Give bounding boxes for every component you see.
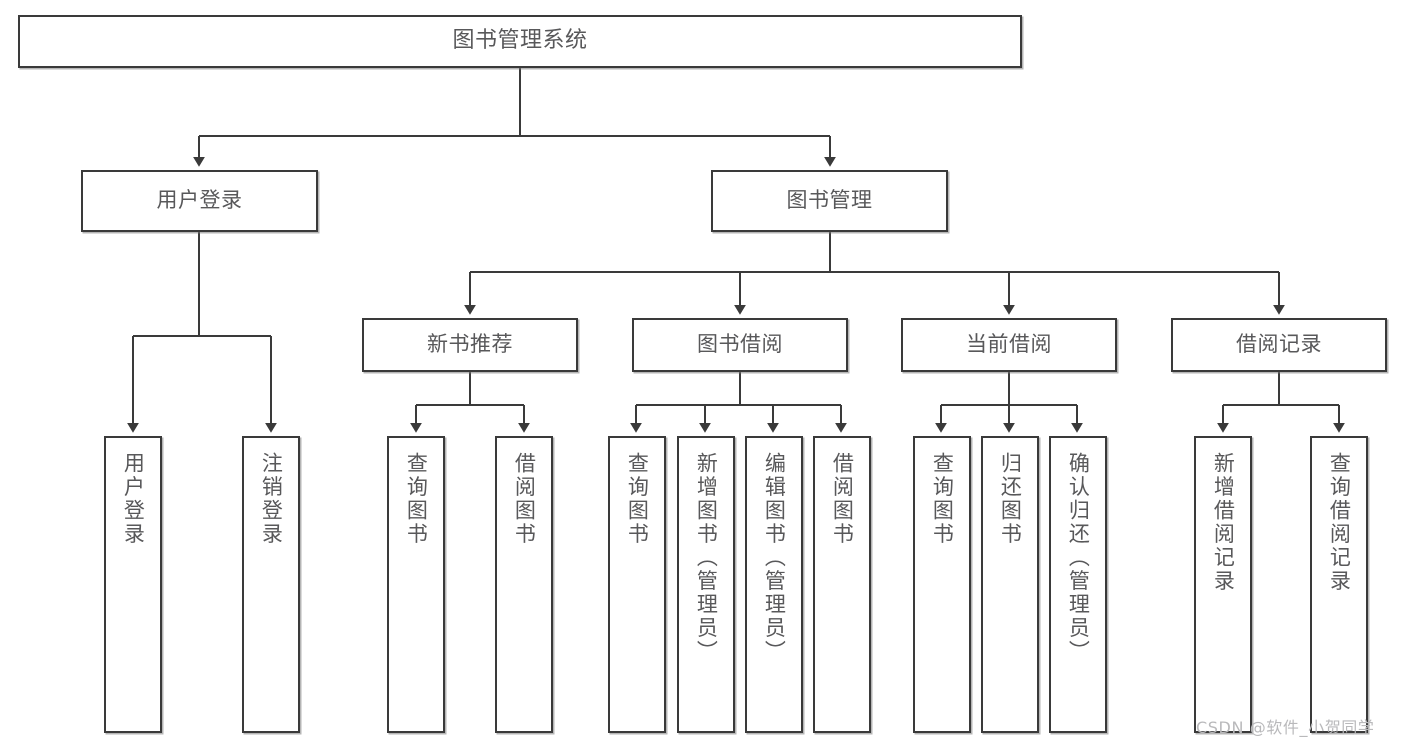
node-logout-leaf[interactable]: 注销登录	[242, 436, 300, 733]
node-label: 借阅记录	[1236, 332, 1322, 357]
node-query-borrow-record[interactable]: 查询借阅记录	[1310, 436, 1368, 733]
node-label: 新增图书（管理员）	[694, 452, 719, 664]
node-label: 查询借阅记录	[1327, 452, 1352, 593]
node-book-management[interactable]: 图书管理	[711, 170, 948, 232]
node-label: 用户登录	[156, 188, 243, 213]
node-label: 编辑图书（管理员）	[762, 452, 787, 664]
node-label: 新书推荐	[427, 332, 513, 357]
node-label: 用户登录	[121, 452, 146, 546]
node-user-login-leaf[interactable]: 用户登录	[104, 436, 162, 733]
node-label: 查询图书	[930, 452, 955, 546]
node-label: 注销登录	[259, 452, 284, 546]
node-add-book-admin[interactable]: 新增图书（管理员）	[677, 436, 735, 733]
node-label: 归还图书	[998, 452, 1023, 546]
node-label: 查询图书	[404, 452, 429, 546]
node-label: 借阅图书	[512, 452, 537, 546]
node-add-borrow-record[interactable]: 新增借阅记录	[1194, 436, 1252, 733]
node-label: 当前借阅	[966, 332, 1052, 357]
node-label: 确认归还（管理员）	[1066, 452, 1091, 664]
node-label: 图书管理	[786, 188, 873, 213]
node-query-books-borrow[interactable]: 查询图书	[608, 436, 666, 733]
node-query-books-recommend[interactable]: 查询图书	[387, 436, 445, 733]
node-return-books[interactable]: 归还图书	[981, 436, 1039, 733]
node-borrow-books-borrow[interactable]: 借阅图书	[813, 436, 871, 733]
node-borrow-records[interactable]: 借阅记录	[1171, 318, 1387, 372]
node-confirm-return-admin[interactable]: 确认归还（管理员）	[1049, 436, 1107, 733]
node-new-book-recommendation[interactable]: 新书推荐	[362, 318, 578, 372]
node-current-borrow[interactable]: 当前借阅	[901, 318, 1117, 372]
node-label: 查询图书	[625, 452, 650, 546]
node-query-books-current[interactable]: 查询图书	[913, 436, 971, 733]
node-root-book-management-system[interactable]: 图书管理系统	[18, 15, 1022, 68]
csdn-watermark: CSDN @软件_小贺同学	[1196, 718, 1375, 737]
node-borrow-books-recommend[interactable]: 借阅图书	[495, 436, 553, 733]
node-label: 新增借阅记录	[1211, 452, 1236, 593]
node-edit-book-admin[interactable]: 编辑图书（管理员）	[745, 436, 803, 733]
node-label: 图书管理系统	[452, 28, 588, 54]
node-user-login[interactable]: 用户登录	[81, 170, 318, 232]
node-label: 借阅图书	[830, 452, 855, 546]
node-label: 图书借阅	[697, 332, 783, 357]
node-book-borrow[interactable]: 图书借阅	[632, 318, 848, 372]
